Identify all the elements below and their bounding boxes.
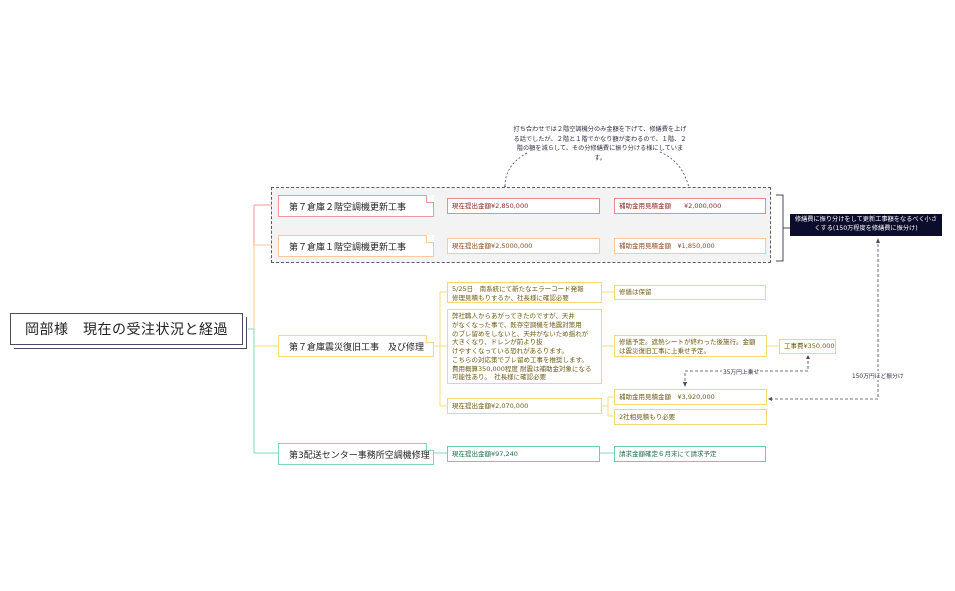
root-topic[interactable]: 岡部様 現在の受注状況と経過 bbox=[10, 313, 243, 345]
relationship-label-split-150[interactable]: 150万円ほど振分け bbox=[851, 371, 905, 380]
leaf-label: 5/25日 南系統にて新たなエラーコード発報 修理見積もりするか、社長様に確認必… bbox=[452, 285, 584, 302]
leaf-subsidy-estimate[interactable]: 補助金用見積金額 ¥3,920,000 bbox=[614, 389, 767, 405]
leaf-label: 修繕予定。遮熱シートが終わった後施行。金額 は震災復旧工事に上乗せ予定。 bbox=[619, 338, 756, 355]
leaf-repair-planned[interactable]: 修繕予定。遮熱シートが終わった後施行。金額 は震災復旧工事に上乗せ予定。 bbox=[614, 335, 767, 357]
leaf-label: 現在提出金額¥2,070,000 bbox=[452, 401, 529, 410]
leaf-two-quotes-required[interactable]: 2社相見積もり必要 bbox=[614, 409, 767, 425]
fold-corner-icon bbox=[426, 235, 434, 243]
fold-corner-icon bbox=[426, 195, 434, 203]
leaf-current-amount[interactable]: 現在提出金額¥2,5000,000 bbox=[447, 238, 600, 254]
fold-corner-icon bbox=[426, 335, 434, 343]
leaf-current-amount[interactable]: 現在提出金額¥97,240 bbox=[447, 446, 600, 462]
leaf-label: 2社相見積もり必要 bbox=[619, 412, 676, 421]
topic-label: 第７倉庫２階空調機更新工事 bbox=[289, 202, 407, 213]
callout-note[interactable]: 打ち合わせでは２階空調機分のみ金額を下げて、修繕費を上げる話でしたが、２階と１階… bbox=[513, 126, 687, 162]
leaf-label: 請求金額確定６月末にて請求予定 bbox=[619, 449, 717, 458]
summary-note-text: 修繕費に振り分けをして更新工事額をなるべく小さくする(150万程度を修繕費に振分… bbox=[794, 216, 938, 232]
leaf-brace-recommendation[interactable]: 弊社職人からあがってきたのですが、天井 がなくなった事で、既存空調機を地震対策用… bbox=[447, 309, 602, 384]
topic-2f-aircon-renewal[interactable]: 第７倉庫２階空調機更新工事 bbox=[278, 195, 434, 217]
topic-distribution-center-repair[interactable]: 第3配送センター事務所空調機修理 bbox=[278, 443, 434, 465]
leaf-label: 現在提出金額¥97,240 bbox=[452, 449, 518, 458]
topic-label: 第７倉庫１階空調機更新工事 bbox=[289, 242, 407, 253]
leaf-label: 現在提出金額¥2,5000,000 bbox=[452, 241, 533, 250]
leaf-error-code-note[interactable]: 5/25日 南系統にて新たなエラーコード発報 修理見積もりするか、社長様に確認必… bbox=[447, 282, 602, 303]
leaf-label: 補助金用見積金額 ¥3,920,000 bbox=[619, 392, 715, 401]
leaf-label: 修繕は保留 bbox=[619, 288, 652, 297]
leaf-current-amount[interactable]: 現在提出金額¥2,850,000 bbox=[447, 198, 600, 214]
leaf-label: 現在提出金額¥2,850,000 bbox=[452, 201, 529, 210]
summary-note[interactable]: 修繕費に振り分けをして更新工事額をなるべく小さくする(150万程度を修繕費に振分… bbox=[790, 214, 942, 236]
leaf-repair-on-hold[interactable]: 修繕は保留 bbox=[614, 285, 766, 300]
topic-earthquake-repair[interactable]: 第７倉庫震災復旧工事 及び修理 bbox=[278, 335, 434, 357]
leaf-current-amount[interactable]: 現在提出金額¥2,070,000 bbox=[447, 398, 602, 414]
root-title: 岡部様 現在の受注状況と経過 bbox=[25, 322, 228, 338]
leaf-label: 補助金用見積金額 ¥2,000,000 bbox=[619, 201, 722, 210]
topic-label: 第3配送センター事務所空調機修理 bbox=[289, 450, 430, 461]
leaf-subsidy-estimate[interactable]: 補助金用見積金額 ¥1,850,000 bbox=[614, 238, 766, 254]
leaf-billing-schedule[interactable]: 請求金額確定６月末にて請求予定 bbox=[614, 446, 766, 462]
topic-label: 第７倉庫震災復旧工事 及び修理 bbox=[289, 342, 425, 353]
leaf-label: 弊社職人からあがってきたのですが、天井 がなくなった事で、既存空調機を地震対策用… bbox=[452, 312, 592, 382]
leaf-label: 工事費¥350,000 bbox=[784, 342, 835, 351]
leaf-subsidy-estimate[interactable]: 補助金用見積金額 ¥2,000,000 bbox=[614, 198, 766, 214]
leaf-construction-cost[interactable]: 工事費¥350,000 bbox=[779, 339, 836, 354]
topic-1f-aircon-renewal[interactable]: 第７倉庫１階空調機更新工事 bbox=[278, 235, 434, 257]
relationship-label-add-35[interactable]: 35万円上乗せ bbox=[722, 367, 761, 376]
fold-corner-icon bbox=[426, 443, 434, 451]
leaf-label: 補助金用見積金額 ¥1,850,000 bbox=[619, 241, 715, 250]
